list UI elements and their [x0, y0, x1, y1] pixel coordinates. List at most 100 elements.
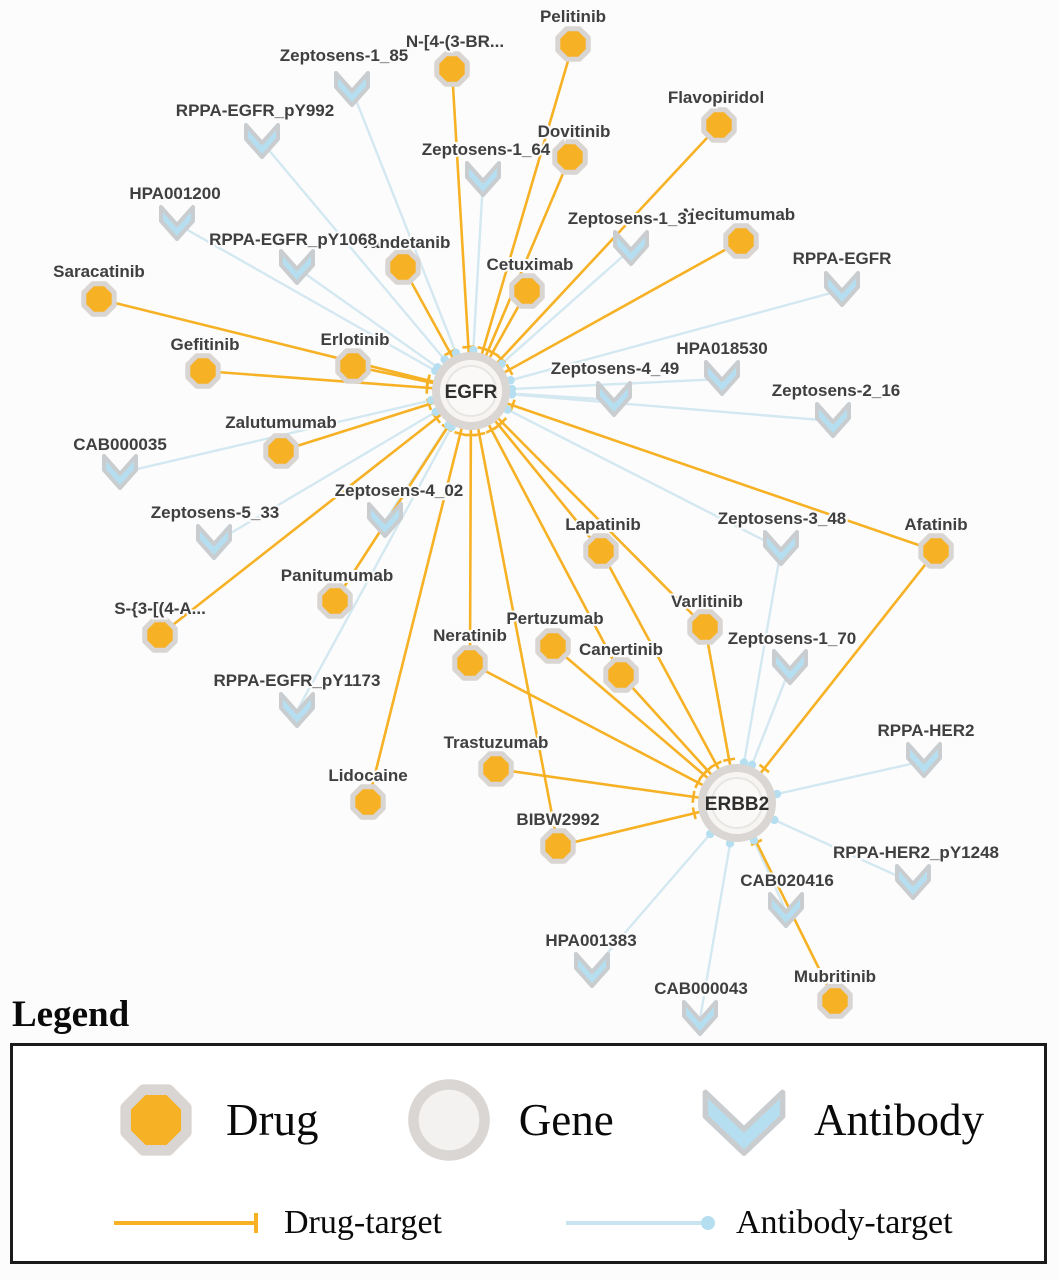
antibody-chevron-icon	[824, 271, 860, 307]
node-label-erlotinib: Erlotinib	[321, 330, 390, 349]
node-label-necitumumab: Necitumumab	[683, 205, 795, 224]
drug-node-n-4-3-br[interactable]	[434, 51, 470, 87]
drug-octagon-icon	[263, 433, 299, 469]
drug-octagon-icon	[583, 533, 619, 569]
node-label-zeptosens-2-16: Zeptosens-2_16	[772, 381, 901, 400]
antibody-node-rppa-her2-py1248[interactable]	[895, 864, 931, 900]
node-label-zalutumumab: Zalutumumab	[225, 413, 336, 432]
drug-target-tee-icon	[694, 776, 702, 789]
node-label-cetuximab: Cetuximab	[487, 255, 574, 274]
drug-node-lapatinib[interactable]	[583, 533, 619, 569]
drug-node-cetuximab[interactable]	[509, 273, 545, 309]
antibody-node-rppa-egfr-py992[interactable]	[244, 123, 280, 159]
gene-label-egfr: EGFR	[445, 382, 498, 403]
edge-egfr-zeptosens-2-16	[470, 389, 834, 423]
drug-octagon-icon	[555, 26, 591, 62]
node-label-zeptosens-1-31: Zeptosens-1_31	[568, 209, 697, 228]
edge-erbb2-lapatinib	[599, 550, 739, 804]
antibody-node-cab000043[interactable]	[682, 1000, 718, 1036]
antibody-node-cab020416[interactable]	[768, 892, 804, 928]
gene-circle-icon	[407, 1079, 490, 1161]
antibody-node-zeptosens-5-33[interactable]	[196, 524, 232, 560]
antibody-node-zeptosens-4-02[interactable]	[367, 502, 403, 538]
node-label-hpa001200: HPA001200	[129, 184, 220, 203]
node-label-afatinib: Afatinib	[904, 515, 967, 534]
edge-egfr-rppa-egfr-py1173	[295, 390, 473, 712]
antibody-node-hpa001383[interactable]	[574, 952, 610, 988]
antibody-node-zeptosens-2-16[interactable]	[815, 402, 851, 438]
node-label-flavopiridol: Flavopiridol	[668, 88, 764, 107]
legend-label-gene: Gene	[518, 1095, 614, 1145]
drug-octagon-icon	[509, 273, 545, 309]
edge-egfr-saracatinib	[98, 297, 472, 393]
edge-egfr-necitumumab	[470, 239, 742, 393]
drug-node-panitumumab[interactable]	[317, 583, 353, 619]
antibody-node-rppa-egfr-py1068[interactable]	[279, 249, 315, 285]
node-label-lidocaine: Lidocaine	[328, 766, 407, 785]
drug-node-trastuzumab[interactable]	[478, 751, 514, 787]
drug-node-neratinib[interactable]	[452, 645, 488, 681]
gene-node-erbb2[interactable]: ERBB2	[698, 764, 776, 842]
antibody-node-rppa-her2[interactable]	[906, 742, 942, 778]
drug-node-canertinib[interactable]	[603, 657, 639, 693]
drug-node-mubritinib[interactable]	[817, 983, 853, 1019]
node-label-rppa-her2: RPPA-HER2	[878, 721, 975, 740]
drug-node-vandetanib[interactable]	[385, 249, 421, 285]
node-label-rppa-egfr: RPPA-EGFR	[793, 249, 892, 268]
drug-node-erlotinib[interactable]	[335, 348, 371, 384]
drug-node-gefitinib[interactable]	[185, 353, 221, 389]
drug-node-pertuzumab[interactable]	[535, 628, 571, 664]
drug-node-saracatinib[interactable]	[81, 281, 117, 317]
node-label-zeptosens-1-85: Zeptosens-1_85	[280, 46, 409, 65]
drug-node-dovitinib[interactable]	[552, 139, 588, 175]
drug-octagon-icon	[478, 751, 514, 787]
antibody-chevron-icon	[196, 524, 232, 560]
antibody-node-zeptosens-1-64[interactable]	[465, 161, 501, 197]
edge-egfr-lidocaine	[366, 390, 473, 803]
edge-egfr-bibw2992	[469, 390, 560, 847]
drug-octagon-icon	[350, 784, 386, 820]
gene-node-egfr[interactable]: EGFR	[432, 352, 510, 430]
antibody-node-zeptosens-4-49[interactable]	[596, 381, 632, 417]
antibody-chevron-icon	[596, 381, 632, 417]
drug-node-flavopiridol[interactable]	[701, 107, 737, 143]
edge-erbb2-trastuzumab	[495, 767, 738, 805]
drug-node-zalutumumab[interactable]	[263, 433, 299, 469]
drug-node-bibw2992[interactable]	[540, 828, 576, 864]
drug-octagon-icon	[142, 617, 178, 653]
drug-octagon-icon	[535, 628, 571, 664]
antibody-chevron-icon	[279, 249, 315, 285]
node-label-dovitinib: Dovitinib	[538, 122, 611, 141]
drug-node-varlitinib[interactable]	[687, 609, 723, 645]
drug-node-afatinib[interactable]	[918, 533, 954, 569]
antibody-node-hpa018530[interactable]	[704, 360, 740, 396]
legend-box: Drug Gene Antibody Drug-target	[10, 1043, 1047, 1264]
antibody-node-rppa-egfr-py1173[interactable]	[279, 692, 315, 728]
drug-octagon-icon	[120, 1084, 192, 1156]
drug-node-s-3-4-a[interactable]	[142, 617, 178, 653]
edge-egfr-zeptosens-3-48	[470, 389, 782, 551]
drug-node-lidocaine[interactable]	[350, 784, 386, 820]
gene-inner-ring	[445, 365, 497, 417]
drug-target-line-icon	[114, 1213, 258, 1233]
antibody-node-zeptosens-1-85[interactable]	[334, 71, 370, 107]
drug-node-pelitinib[interactable]	[555, 26, 591, 62]
edge-egfr-hpa001200	[176, 222, 472, 393]
antibody-node-zeptosens-1-31[interactable]	[613, 230, 649, 266]
antibody-node-rppa-egfr[interactable]	[824, 271, 860, 307]
antibody-chevron-icon	[367, 502, 403, 538]
node-label-rppa-egfr-py992: RPPA-EGFR_pY992	[176, 101, 334, 120]
edge-end-markers-layer	[425, 345, 782, 848]
antibody-node-cab000035[interactable]	[102, 454, 138, 490]
legend-label-drug: Drug	[226, 1095, 319, 1145]
legend-node-row: Drug Gene Antibody	[13, 1072, 1044, 1168]
drug-octagon-icon	[540, 828, 576, 864]
antibody-node-zeptosens-1-70[interactable]	[772, 649, 808, 685]
antibody-node-zeptosens-3-48[interactable]	[763, 530, 799, 566]
drug-node-necitumumab[interactable]	[723, 223, 759, 259]
antibody-node-hpa001200[interactable]	[159, 205, 195, 241]
antibody-chevron-icon	[613, 230, 649, 266]
drug-octagon-icon	[185, 353, 221, 389]
node-label-pertuzumab: Pertuzumab	[506, 609, 603, 628]
